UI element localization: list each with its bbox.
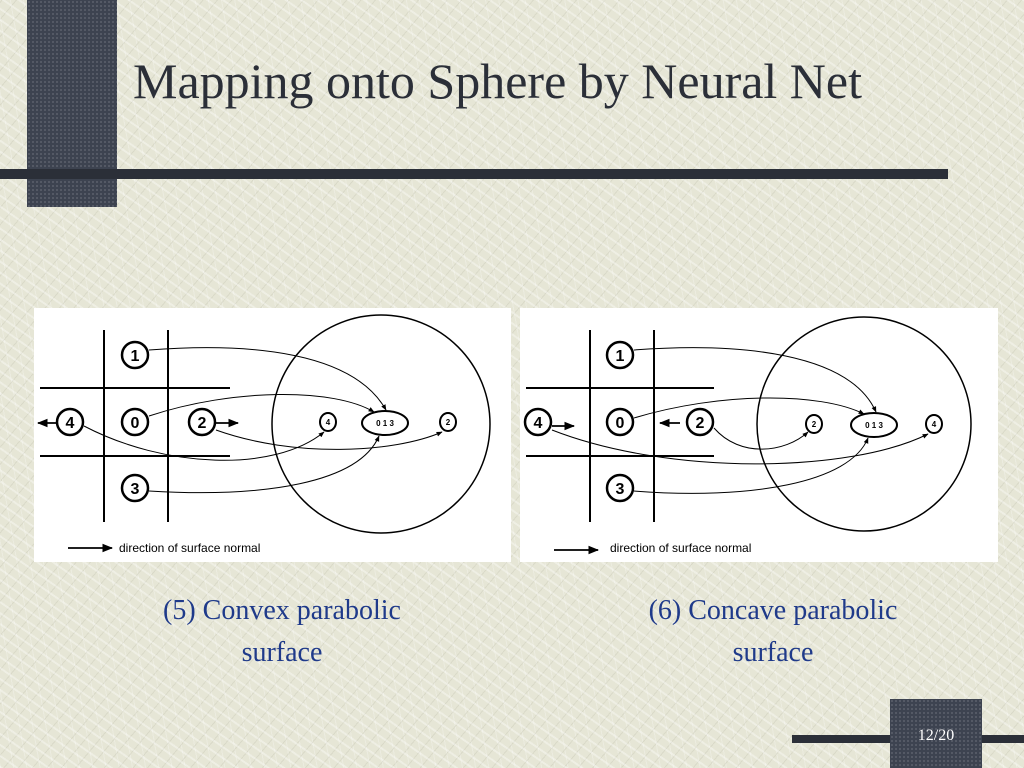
node-label-bottom: 3: [131, 481, 140, 498]
node-label-left: 4: [534, 415, 543, 432]
concave-diagram: 1 4 0 2 3 2 0 1 3 4 direction of surface…: [523, 316, 972, 555]
map-curve-4: [83, 425, 325, 461]
sphere-label-right: 2: [446, 418, 451, 427]
node-left: [523, 407, 553, 437]
node-label-top: 1: [616, 348, 625, 365]
node-label-bottom: 3: [616, 481, 625, 498]
page-number: 12/20: [917, 727, 955, 744]
node-center: [120, 407, 150, 437]
sphere-node-left: [319, 412, 337, 432]
caption-concave: (6) Concave parabolic surface: [593, 590, 953, 674]
node-label-top: 1: [131, 348, 140, 365]
node-label-left: 4: [66, 415, 75, 432]
node-bottom: [120, 473, 150, 503]
node-right: [187, 407, 217, 437]
sphere-label-center: 0 1 3: [865, 421, 883, 430]
sphere-node-right: [439, 412, 457, 432]
node-label-center: 0: [616, 415, 625, 432]
grid-lines: [40, 330, 230, 522]
caption-concave-line1: (6) Concave parabolic: [648, 595, 898, 626]
slide-title: Mapping onto Sphere by Neural Net: [133, 53, 863, 109]
legend-text: direction of surface normal: [119, 541, 260, 555]
sphere-label-left: 2: [812, 420, 817, 429]
map-curve-3: [148, 435, 380, 494]
caption-concave-line2: surface: [732, 637, 814, 668]
node-label-right: 2: [198, 415, 207, 432]
map-curve-1: [633, 347, 877, 413]
node-center: [605, 407, 635, 437]
node-label-center: 0: [131, 415, 140, 432]
node-bottom: [605, 473, 635, 503]
sphere-label-left: 4: [326, 418, 331, 427]
grid-lines: [526, 330, 714, 522]
node-label-right: 2: [696, 415, 705, 432]
node-top: [605, 340, 635, 370]
sphere-label-right: 4: [932, 420, 937, 429]
map-curve-0: [633, 397, 865, 419]
caption-convex-line2: surface: [241, 637, 323, 668]
sphere-label-center: 0 1 3: [376, 419, 394, 428]
sphere-node-left: [805, 414, 823, 434]
node-top: [120, 340, 150, 370]
sphere-node-right: [925, 414, 943, 434]
node-right: [685, 407, 715, 437]
legend-text: direction of surface normal: [610, 541, 751, 555]
convex-diagram: 1 4 0 2 3 4 0 1 3 2 direction of surface…: [36, 314, 491, 555]
title-rule: [0, 169, 948, 179]
map-curve-2: [215, 429, 443, 450]
map-curve-1: [148, 347, 387, 411]
sphere-node-center: [850, 412, 898, 438]
node-left: [55, 407, 85, 437]
figure-concave: 1 4 0 2 3 2 0 1 3 4 direction of surface…: [520, 308, 998, 562]
sphere-circle: [756, 316, 972, 532]
sphere-circle: [271, 314, 491, 534]
map-curve-2: [713, 427, 809, 450]
map-curve-4: [551, 429, 929, 465]
caption-convex: (5) Convex parabolic surface: [102, 590, 462, 674]
map-curve-3: [633, 437, 869, 494]
map-curve-0: [148, 394, 375, 417]
sphere-node-center: [361, 410, 409, 436]
page-number-box: [890, 699, 982, 768]
caption-convex-line1: (5) Convex parabolic: [163, 595, 401, 626]
figure-convex: 1 4 0 2 3 4 0 1 3 2 direction of surface…: [34, 308, 511, 562]
